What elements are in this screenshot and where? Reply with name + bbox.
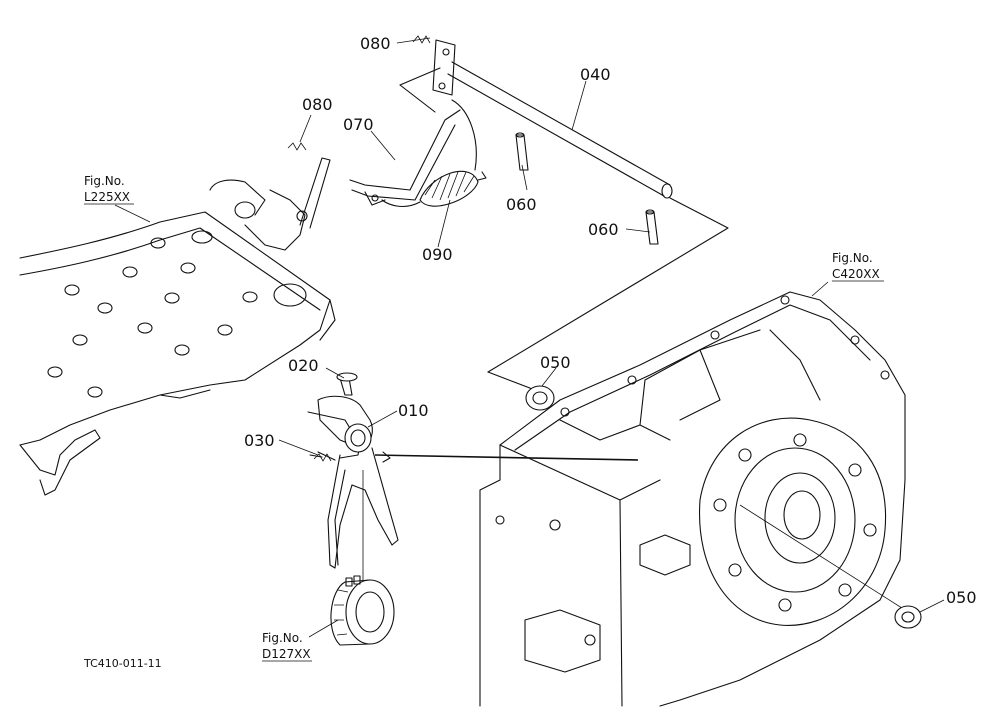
fig-ref-case: Fig.No. C420XX	[832, 251, 884, 282]
label-080-left: 080	[302, 95, 333, 114]
label-070: 070	[343, 115, 374, 134]
spring-coil	[381, 170, 487, 208]
fig-ref-gear-title: Fig.No.	[262, 631, 303, 645]
case-bolt-holes	[495, 295, 890, 646]
fig-ref-plate-code: L225XX	[84, 190, 130, 204]
gear-part	[330, 575, 395, 646]
label-050-left: 050	[540, 353, 571, 372]
label-090: 090	[422, 245, 453, 264]
label-020: 020	[288, 356, 319, 375]
label-010: 010	[398, 401, 429, 420]
fig-ref-case-title: Fig.No.	[832, 251, 873, 265]
fig-ref-plate: Fig.No. L225XX	[84, 174, 134, 205]
oil-seal-left	[525, 385, 555, 411]
oil-seal-right	[894, 605, 922, 629]
shift-fork-assembly	[307, 372, 399, 646]
transmission-case	[479, 291, 906, 707]
part-labels: 080 080 070 040 060 060 090 020 010 030 …	[244, 34, 977, 607]
fig-ref-gear-code: D127XX	[262, 647, 311, 661]
label-080-top: 080	[360, 34, 391, 53]
plate-assembly	[19, 157, 336, 496]
plate-holes	[47, 237, 258, 398]
shaft-assembly	[349, 39, 729, 391]
label-040: 040	[580, 65, 611, 84]
label-050-right: 050	[946, 588, 977, 607]
label-060-a: 060	[506, 195, 537, 214]
leader-lines	[114, 35, 945, 638]
assembly-arrow	[374, 454, 639, 461]
label-030: 030	[244, 431, 275, 450]
fig-ref-gear: Fig.No. D127XX	[262, 631, 312, 662]
label-060-b: 060	[588, 220, 619, 239]
fig-ref-plate-title: Fig.No.	[84, 174, 125, 188]
drawing-code: TC410-011-11	[83, 657, 162, 670]
fig-ref-case-code: C420XX	[832, 267, 880, 281]
